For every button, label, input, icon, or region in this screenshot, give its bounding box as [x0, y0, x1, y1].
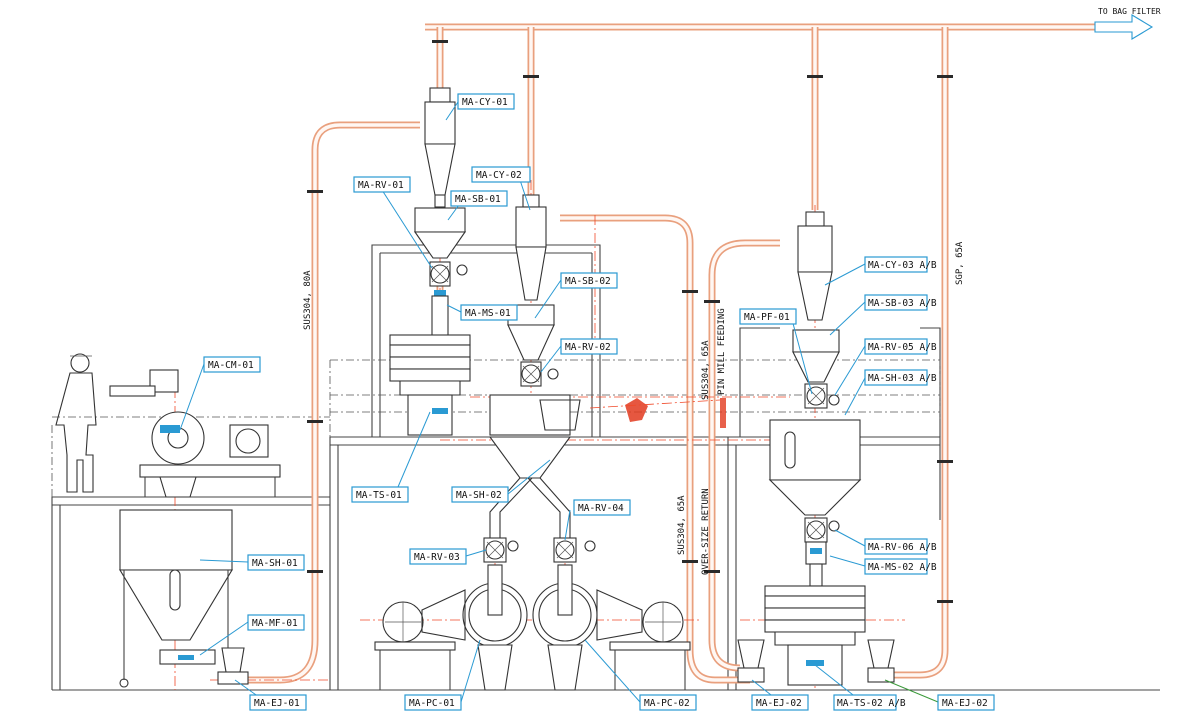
svg-text:MA-CY-01: MA-CY-01 [462, 97, 508, 108]
rotary-valve-rv-03 [483, 537, 519, 563]
svg-text:MA-CY-02: MA-CY-02 [476, 170, 522, 181]
tag-ma-ms-01: MA-MS-01 [460, 304, 518, 321]
pipe-label-oversize-return: OVER-SIZE RETURN [701, 488, 711, 575]
tag-ma-ts-01: MA-TS-01 [351, 486, 409, 503]
crusher-cm-01 [109, 369, 281, 498]
rotary-valve-rv-02 [520, 361, 559, 387]
svg-text:MA-RV-02: MA-RV-02 [565, 342, 611, 353]
tag-ma-rv-03: MA-RV-03 [409, 548, 467, 565]
pipe-flanges [307, 40, 953, 603]
tag-ma-rv-01: MA-RV-01 [353, 176, 411, 193]
sifter-ts-02 [764, 585, 866, 686]
surge-bin-sb-03 [792, 329, 840, 383]
pipe-spec-labels: SUS304, 80A SGP, 65A SUS304, 65A PIN MIL… [303, 241, 965, 575]
cyclone-cy-03 [797, 211, 833, 321]
operator-figure [55, 353, 97, 493]
tag-ma-ej-02-left: MA-EJ-02 [751, 694, 809, 711]
tag-ma-cy-01: MA-CY-01 [457, 93, 515, 110]
tag-ma-cy-02: MA-CY-02 [471, 166, 531, 183]
svg-text:MA-MF-01: MA-MF-01 [252, 618, 298, 629]
bag-filter-arrow [1094, 14, 1154, 40]
svg-text:MA-CY-03 A/B: MA-CY-03 A/B [868, 260, 937, 271]
svg-text:MA-EJ-01: MA-EJ-01 [254, 698, 300, 709]
pipe-label-oversize-return-spec: SUS304, 65A [677, 495, 687, 555]
cyclone-cy-02 [515, 194, 547, 301]
tag-ma-ej-01: MA-EJ-01 [249, 694, 307, 711]
sifter-ts-01 [389, 295, 471, 436]
feeder-mf-01 [159, 647, 249, 685]
rotary-valve-rv-04 [553, 537, 596, 563]
svg-text:MA-SH-03 A/B: MA-SH-03 A/B [868, 373, 937, 384]
tag-ma-cm-01: MA-CM-01 [203, 356, 261, 373]
equipment-tags: MA-CY-01 MA-CY-02 MA-RV-01 MA-SB-01 MA-S… [203, 93, 995, 711]
hopper-sh-01 [119, 509, 233, 688]
svg-text:MA-PF-01: MA-PF-01 [744, 312, 790, 323]
pin-crusher-pc-01 [374, 564, 528, 691]
tag-ma-mf-01: MA-MF-01 [247, 614, 305, 631]
rotary-valve-rv-01 [429, 261, 468, 296]
hopper-sh-02 [488, 394, 572, 540]
tag-ma-ej-02-right: MA-EJ-02 [937, 694, 995, 711]
surge-bin-sb-01 [413, 207, 467, 259]
tag-ma-ts-02-ab: MA-TS-02 A/B [833, 694, 906, 711]
magnet-separator-ms-02 [805, 541, 827, 587]
svg-text:MA-EJ-02: MA-EJ-02 [756, 698, 802, 709]
svg-text:MA-RV-06 A/B: MA-RV-06 A/B [868, 542, 937, 553]
svg-text:MA-SB-01: MA-SB-01 [455, 194, 501, 205]
svg-text:MA-CM-01: MA-CM-01 [208, 360, 254, 371]
tag-ma-pc-02: MA-PC-02 [639, 694, 697, 711]
tag-ma-rv-02: MA-RV-02 [560, 338, 618, 355]
svg-text:MA-MS-02 A/B: MA-MS-02 A/B [868, 562, 937, 573]
svg-text:MA-SB-02: MA-SB-02 [565, 276, 611, 287]
tag-ma-pf-01: MA-PF-01 [739, 308, 797, 325]
svg-text:MA-SB-03 A/B: MA-SB-03 A/B [868, 298, 937, 309]
svg-text:MA-EJ-02: MA-EJ-02 [942, 698, 988, 709]
pipe-label-right-riser: SGP, 65A [955, 241, 965, 285]
svg-text:MA-PC-02: MA-PC-02 [644, 698, 690, 709]
svg-text:MA-MS-01: MA-MS-01 [465, 308, 511, 319]
surge-bin-sb-02 [507, 304, 555, 361]
tag-ma-sb-02: MA-SB-02 [560, 272, 618, 289]
tag-ma-rv-05-ab: MA-RV-05 A/B [864, 338, 937, 355]
tag-ma-ms-02-ab: MA-MS-02 A/B [864, 558, 937, 575]
pin-crusher-pc-02 [532, 564, 691, 691]
svg-text:MA-TS-02 A/B: MA-TS-02 A/B [837, 698, 906, 709]
pipe-label-pin-mill-feed: PIN MILL FEEDING [717, 308, 727, 395]
pipe-label-left-riser: SUS304, 80A [303, 270, 313, 330]
ejector-ej-02-left [737, 639, 765, 683]
ejector-ej-02-right [867, 639, 895, 683]
tag-ma-sb-01: MA-SB-01 [450, 190, 508, 207]
svg-text:MA-TS-01: MA-TS-01 [356, 490, 402, 501]
svg-text:MA-RV-03: MA-RV-03 [414, 552, 460, 563]
svg-text:MA-SH-01: MA-SH-01 [252, 558, 298, 569]
tag-ma-rv-04: MA-RV-04 [573, 499, 631, 516]
svg-text:MA-RV-04: MA-RV-04 [578, 503, 624, 514]
tag-ma-cy-03-ab: MA-CY-03 A/B [864, 256, 937, 273]
piping [240, 23, 1095, 684]
destination-label: TO BAG FILTER [1098, 7, 1161, 16]
svg-text:MA-PC-01: MA-PC-01 [409, 698, 455, 709]
hopper-sh-03 [768, 419, 862, 516]
feeder-pf-01 [539, 398, 726, 431]
svg-text:MA-RV-01: MA-RV-01 [358, 180, 404, 191]
cyclone-cy-01 [424, 87, 456, 208]
tag-ma-rv-06-ab: MA-RV-06 A/B [864, 538, 937, 555]
svg-text:MA-RV-05 A/B: MA-RV-05 A/B [868, 342, 937, 353]
tag-ma-pc-01: MA-PC-01 [404, 694, 462, 711]
tag-ma-sh-01: MA-SH-01 [247, 554, 305, 571]
svg-text:MA-SH-02: MA-SH-02 [456, 490, 502, 501]
tag-ma-sb-03-ab: MA-SB-03 A/B [864, 294, 937, 311]
tag-ma-sh-03-ab: MA-SH-03 A/B [864, 369, 937, 386]
pipe-label-pin-mill-feed-spec: SUS304, 65A [701, 340, 711, 400]
tag-ma-sh-02: MA-SH-02 [451, 486, 509, 503]
rotary-valve-rv-06 [804, 517, 840, 543]
